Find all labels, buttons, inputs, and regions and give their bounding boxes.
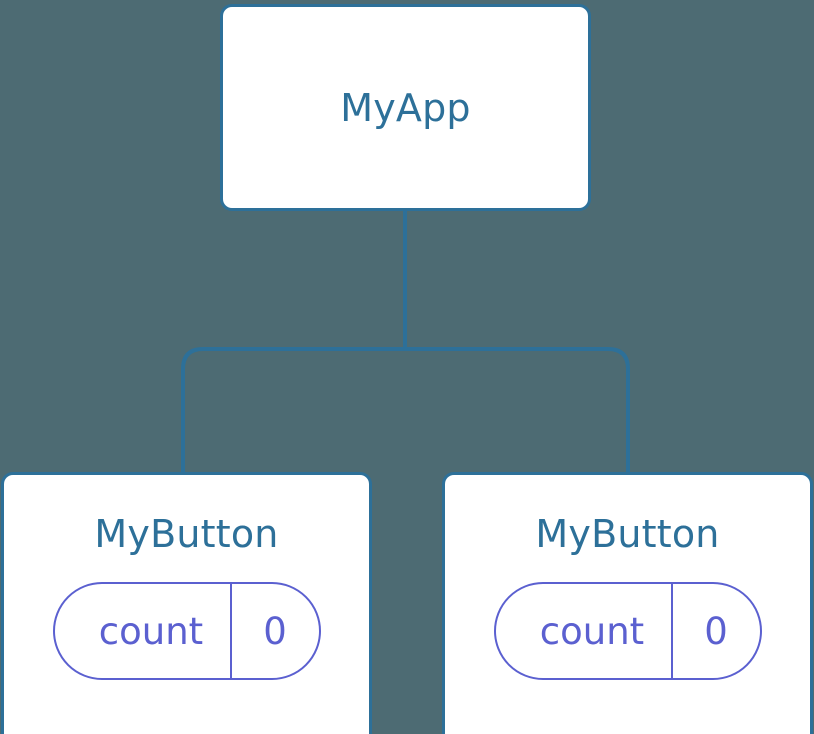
node-mybutton-2[interactable]: MyButton count 0 xyxy=(442,472,813,734)
node-mybutton-1[interactable]: MyButton count 0 xyxy=(1,472,372,734)
state-pill-1[interactable]: count 0 xyxy=(52,582,321,680)
state-pill-1-value: 0 xyxy=(229,584,319,678)
state-pill-2-key: count xyxy=(539,609,645,653)
state-pill-2[interactable]: count 0 xyxy=(493,582,762,680)
node-myapp[interactable]: MyApp xyxy=(220,4,591,211)
node-mybutton-2-label: MyButton xyxy=(535,512,720,556)
state-pill-2-value: 0 xyxy=(670,584,760,678)
state-pill-1-key: count xyxy=(98,609,204,653)
connector-branch-left xyxy=(181,347,405,474)
connector-branch-right xyxy=(405,347,630,474)
node-mybutton-1-label: MyButton xyxy=(94,512,279,556)
node-myapp-label: MyApp xyxy=(340,85,471,130)
